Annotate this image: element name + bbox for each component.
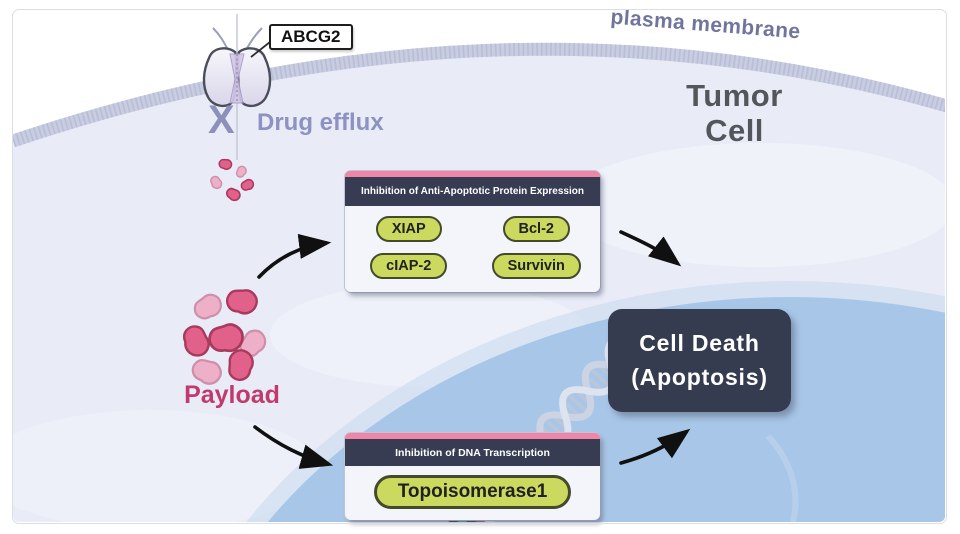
arrow-payload-to-antiapoptotic <box>257 233 332 279</box>
box-accent-strip <box>345 171 600 177</box>
payload-label: Payload <box>184 381 280 409</box>
cell-death-line1: Cell Death <box>639 330 760 356</box>
arrow-payload-to-transcription <box>253 425 334 469</box>
plasma-membrane-band <box>13 42 945 148</box>
protein-pill-bcl2: Bcl-2 <box>502 216 570 242</box>
protein-pill-ciap2: cIAP-2 <box>370 253 448 279</box>
nucleus-region <box>141 281 945 522</box>
abcg2-label-tag: ABCG2 <box>269 24 353 50</box>
protein-pill-survivin: Survivin <box>491 253 581 279</box>
drug-efflux-label: Drug efflux <box>257 109 384 136</box>
tumor-cell-label-line2: Cell <box>705 112 764 148</box>
protein-pill-xiap: XIAP <box>375 216 442 242</box>
tumor-cell-label-line1: Tumor <box>686 78 783 113</box>
tumor-cell-label: Tumor Cell <box>652 78 817 148</box>
box-accent-strip <box>345 433 600 439</box>
cell-death-outcome-box: Cell Death (Apoptosis) <box>608 309 791 412</box>
anti-apoptotic-box-header: Inhibition of Anti-Apoptotic Protein Exp… <box>345 177 600 206</box>
cell-death-line2: (Apoptosis) <box>631 364 768 390</box>
abcg2-transporter-icon <box>202 14 272 160</box>
dna-transcription-inhibition-box: Inhibition of DNA Transcription Topoisom… <box>345 433 600 520</box>
efflux-blocked-x-icon: X <box>208 98 235 142</box>
arrow-transcription-to-celldeath <box>619 428 691 465</box>
anti-apoptotic-box-body: XIAP Bcl-2 cIAP-2 Survivin <box>345 206 600 292</box>
protein-pill-topoisomerase1: Topoisomerase1 <box>373 475 572 509</box>
anti-apoptotic-inhibition-box: Inhibition of Anti-Apoptotic Protein Exp… <box>345 171 600 292</box>
dna-transcription-box-header: Inhibition of DNA Transcription <box>345 439 600 466</box>
dna-transcription-box-body: Topoisomerase1 <box>345 466 600 520</box>
arrow-antiapoptotic-to-celldeath <box>619 230 682 267</box>
